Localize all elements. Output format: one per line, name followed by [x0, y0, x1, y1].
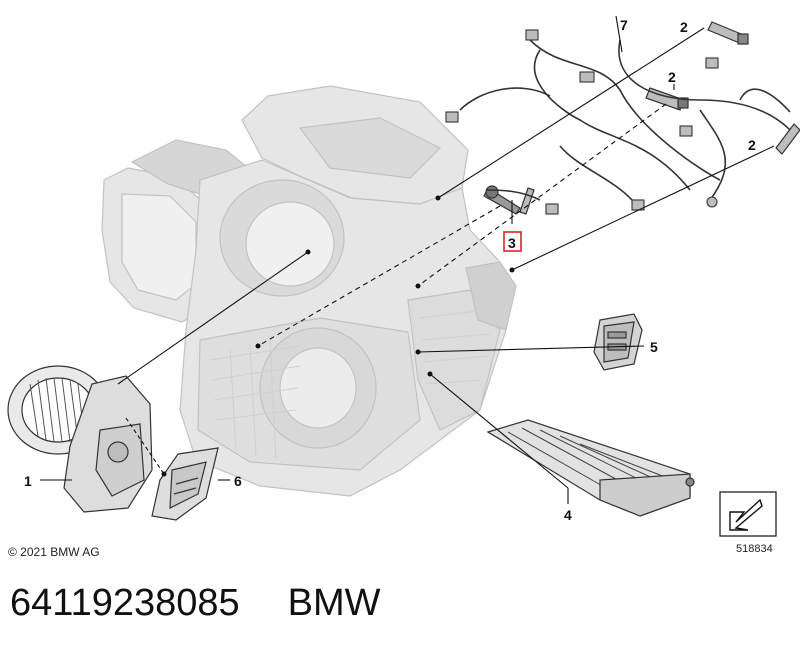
part-caption: 64119238085 BMW [10, 582, 381, 638]
blower-motor [7, 365, 153, 513]
callout-7: 7 [620, 17, 628, 33]
part-number: 64119238085 [10, 582, 240, 624]
callout-2-right: 2 [748, 137, 756, 153]
callout-3: 3 [508, 235, 516, 251]
hvac-housing [101, 85, 517, 497]
temperature-sensor-right [775, 123, 800, 155]
leader-endpoints [161, 195, 515, 477]
view-direction-box [719, 491, 777, 537]
harness-connectors [445, 29, 719, 215]
blower-resistor [151, 447, 219, 521]
housing-grid [209, 309, 491, 461]
callout-2-middle: 2 [668, 69, 676, 85]
evaporator-temperature-sensor [483, 185, 535, 215]
heater-element [486, 419, 695, 517]
callout-6: 6 [234, 473, 242, 489]
leader-lines [40, 15, 775, 504]
callout-2-top: 2 [680, 19, 688, 35]
arrow-icon [729, 498, 763, 531]
wiring-harness [459, 39, 791, 211]
temperature-sensor-top [707, 21, 749, 45]
diagram-reference-number: 518834 [736, 543, 773, 555]
brand-name: BMW [287, 582, 381, 624]
copyright-text: © 2021 BMW AG [8, 545, 100, 559]
callout-1: 1 [24, 473, 32, 489]
callout-5: 5 [650, 339, 658, 355]
callout-4: 4 [564, 507, 572, 523]
callout-3-highlight-box [503, 231, 522, 252]
control-module [593, 313, 643, 371]
